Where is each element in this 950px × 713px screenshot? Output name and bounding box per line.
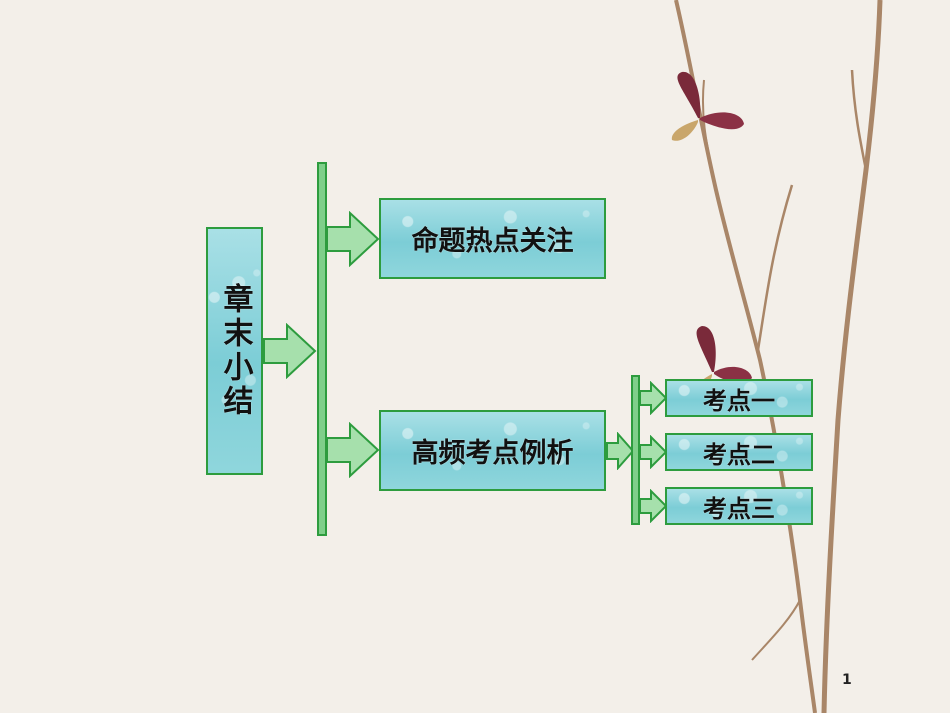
sub-node-box: 考点一 (665, 379, 813, 417)
right-arrow-icon (326, 211, 380, 267)
branch-node-label: 命题热点关注 (411, 226, 574, 257)
butterfly-illustration (671, 71, 744, 141)
sub-node-label: 考点二 (703, 440, 775, 469)
branch-node-box: 高频考点例析 (379, 410, 606, 491)
right-arrow-icon (263, 323, 317, 379)
sub-node-label: 考点一 (703, 386, 775, 415)
right-arrow-icon (639, 435, 667, 469)
branch-node-label: 高频考点例析 (411, 438, 574, 469)
sub-node-box: 考点二 (665, 433, 813, 471)
root-node-box: 章末小结 (206, 227, 263, 475)
page-number: 1 (842, 672, 852, 688)
right-arrow-icon (326, 422, 380, 478)
right-arrow-icon (606, 432, 634, 470)
sub-node-label: 考点三 (703, 494, 775, 523)
right-arrow-icon (639, 381, 667, 415)
root-node-label: 章末小结 (217, 283, 253, 419)
right-arrow-icon (639, 489, 667, 523)
branch-node-box: 命题热点关注 (379, 198, 606, 279)
sub-node-box: 考点三 (665, 487, 813, 525)
main-bracket-bar (317, 162, 327, 536)
